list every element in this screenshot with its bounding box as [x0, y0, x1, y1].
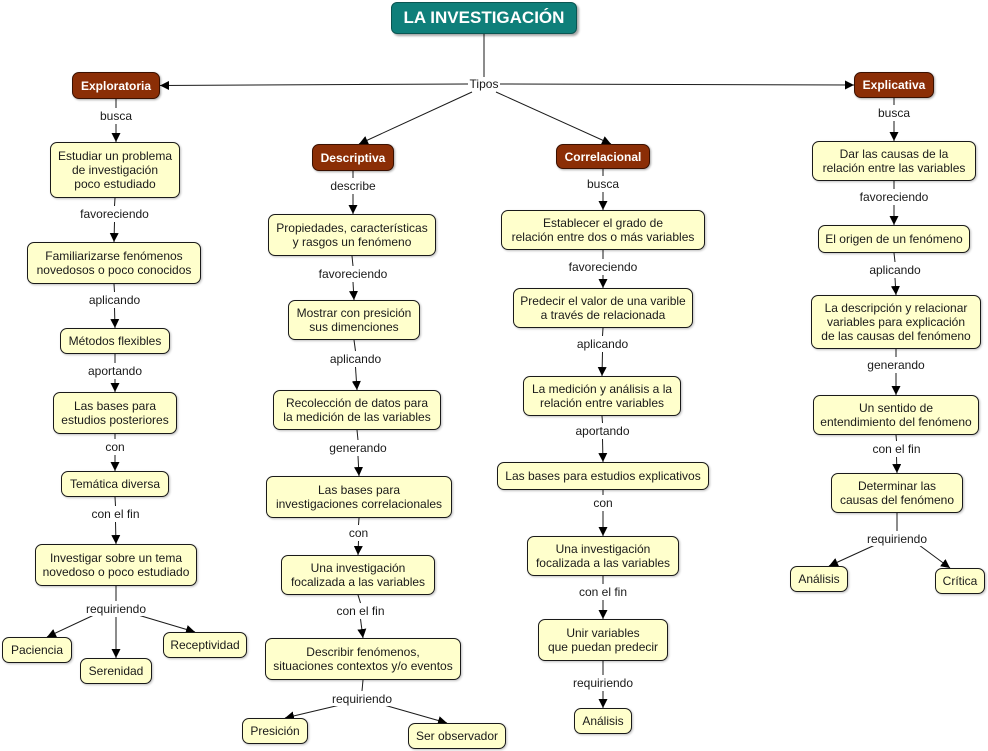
descriptiva-link-label: describe — [329, 179, 377, 193]
descriptiva-link-arrow — [354, 455, 364, 477]
correlacional-link-label: favoreciendo — [567, 260, 639, 274]
explicativa-leaf-análisis[interactable]: Análisis — [790, 566, 848, 592]
exploratoria-link-label: busca — [98, 109, 134, 123]
exploratoria-concept-3[interactable]: Métodos flexibles — [60, 328, 170, 354]
exploratoria-link-label: aplicando — [87, 293, 142, 307]
exploratoria-link-label: con el fin — [90, 507, 141, 521]
correlacional-link-label: busca — [585, 177, 621, 191]
exploratoria-link-line — [113, 283, 115, 293]
correlacional-concept-2[interactable]: Predecir el valor de una varible a travé… — [513, 288, 693, 328]
explicativa-link-line — [895, 434, 897, 442]
descriptiva-concept-1[interactable]: Propiedades, características y rasgos un… — [268, 214, 436, 256]
exploratoria-link-line — [114, 197, 116, 207]
explicativa-concept-3[interactable]: La descripción y relacionar variables pa… — [811, 295, 981, 349]
descriptiva-link-arrow — [349, 281, 358, 301]
hub-link-label-tipos: Tipos — [468, 77, 500, 91]
type-node-exploratoria[interactable]: Exploratoria — [72, 72, 160, 99]
descriptiva-leaf-arrow — [383, 704, 448, 725]
descriptiva-concept-5[interactable]: Una investigación focalizada a las varia… — [281, 555, 435, 595]
explicativa-link-line — [893, 252, 896, 263]
exploratoria-leaf-receptividad[interactable]: Receptividad — [163, 632, 247, 658]
descriptiva-link-label: con — [347, 526, 370, 540]
exploratoria-link-arrow — [109, 221, 119, 243]
descriptiva-link-line — [358, 517, 360, 526]
explicativa-leaf-arrow — [918, 544, 951, 569]
descriptiva-requiring-line — [361, 679, 364, 692]
exploratoria-link-label: favoreciendo — [79, 207, 150, 221]
descriptiva-link-arrow — [351, 366, 361, 391]
exploratoria-leaf-arrow — [137, 614, 196, 634]
explicativa-leaf-arrow — [828, 544, 876, 567]
explicativa-link-label: aplicando — [868, 263, 922, 277]
exploratoria-link-label: con — [104, 440, 126, 454]
type-node-correlacional[interactable]: Correlacional — [556, 144, 650, 169]
exploratoria-leaf-arrow — [46, 614, 95, 638]
descriptiva-leaf-ser-observador[interactable]: Ser observador — [408, 723, 506, 749]
correlacional-link-label: aplicando — [575, 337, 630, 351]
exploratoria-concept-1[interactable]: Estudiar un problema de investigación po… — [50, 142, 180, 198]
correlacional-link-label: con — [592, 496, 614, 510]
correlacional-link-line — [602, 327, 604, 337]
explicativa-leaf-crítica[interactable]: Crítica — [935, 568, 985, 594]
explicativa-concept-4[interactable]: Un sentido de entendimiento del fenómeno — [813, 395, 979, 435]
descriptiva-leaf-presición[interactable]: Presición — [242, 718, 308, 744]
hub-to-exploratoria-arrow — [159, 80, 469, 90]
exploratoria-concept-5[interactable]: Temática diversa — [61, 471, 169, 497]
descriptiva-concept-6[interactable]: Describir fenómenos, situaciones context… — [265, 638, 461, 680]
exploratoria-concept-6[interactable]: Investigar sobre un tema novedoso o poco… — [35, 544, 197, 586]
descriptiva-concept-4[interactable]: Las bases para investigaciones correlaci… — [266, 476, 452, 518]
descriptiva-link-line — [351, 255, 354, 267]
exploratoria-link-arrow — [110, 307, 120, 329]
descriptiva-link-label: con el fin — [335, 604, 386, 618]
descriptiva-link-arrow — [357, 618, 367, 639]
explicativa-link-label: con el fin — [871, 442, 922, 456]
descriptiva-link-label: favoreciendo — [317, 267, 389, 281]
explicativa-link-arrow — [892, 456, 902, 474]
exploratoria-link-arrow — [111, 521, 121, 545]
exploratoria-concept-4[interactable]: Las bases para estudios posteriores — [53, 392, 177, 434]
descriptiva-link-line — [357, 594, 361, 604]
root-concept-title[interactable]: LA INVESTIGACIÓN — [391, 2, 577, 34]
descriptiva-concept-2[interactable]: Mostrar con presición sus dimenciones — [288, 300, 420, 340]
correlacional-leaf-análisis[interactable]: Análisis — [574, 708, 632, 734]
explicativa-link-label: generando — [866, 358, 926, 372]
descriptiva-link-label: generando — [328, 441, 388, 455]
descriptiva-link-line — [353, 339, 356, 352]
exploratoria-leaf-serenidad[interactable]: Serenidad — [80, 658, 152, 684]
correlacional-link-label: aportando — [574, 424, 631, 438]
explicativa-link-label: busca — [876, 106, 912, 120]
correlacional-requiring-label: requiriendo — [571, 676, 635, 690]
descriptiva-link-label: aplicando — [328, 352, 383, 366]
descriptiva-leaf-arrow — [284, 704, 341, 721]
exploratoria-link-label: aportando — [86, 364, 144, 378]
correlacional-link-line — [601, 415, 603, 424]
explicativa-concept-5[interactable]: Determinar las causas del fenómeno — [831, 473, 963, 513]
exploratoria-requiring-label: requiriendo — [84, 602, 148, 616]
explicativa-requiring-label: requiriendo — [865, 532, 929, 546]
descriptiva-link-arrow — [353, 540, 363, 556]
descriptiva-requiring-label: requiriendo — [330, 692, 394, 706]
type-node-explicativa[interactable]: Explicativa — [854, 72, 934, 98]
correlacional-link-arrow — [597, 351, 607, 377]
type-node-descriptiva[interactable]: Descriptiva — [312, 144, 394, 171]
correlacional-concept-6[interactable]: Unir variables que puedan predecir — [538, 619, 668, 661]
correlacional-concept-3[interactable]: La medición y análisis a la relación ent… — [523, 376, 681, 416]
correlacional-concept-1[interactable]: Establecer el grado de relación entre do… — [501, 210, 705, 250]
correlacional-link-arrow — [598, 438, 608, 463]
hub-to-correlacional-arrow — [495, 91, 612, 145]
correlacional-concept-4[interactable]: Las bases para estudios explicativos — [497, 462, 709, 490]
descriptiva-concept-3[interactable]: Recolección de datos para la medición de… — [273, 390, 441, 430]
explicativa-concept-2[interactable]: El origen de un fenómeno — [818, 225, 970, 253]
hub-to-descriptiva-arrow — [358, 91, 473, 145]
correlacional-concept-5[interactable]: Una investigación focalizada a las varia… — [527, 536, 679, 576]
descriptiva-link-line — [356, 429, 359, 441]
hub-to-explicativa-arrow — [499, 80, 855, 90]
exploratoria-concept-2[interactable]: Familiarizarse fenómenos novedosos o poc… — [27, 242, 201, 284]
exploratoria-leaf-paciencia[interactable]: Paciencia — [2, 637, 72, 663]
explicativa-link-label: favoreciendo — [858, 190, 930, 204]
exploratoria-link-line — [114, 496, 116, 507]
explicativa-concept-1[interactable]: Dar las causas de la relación entre las … — [812, 141, 976, 181]
correlacional-link-label: con el fin — [577, 585, 629, 599]
explicativa-link-arrow — [890, 277, 900, 296]
